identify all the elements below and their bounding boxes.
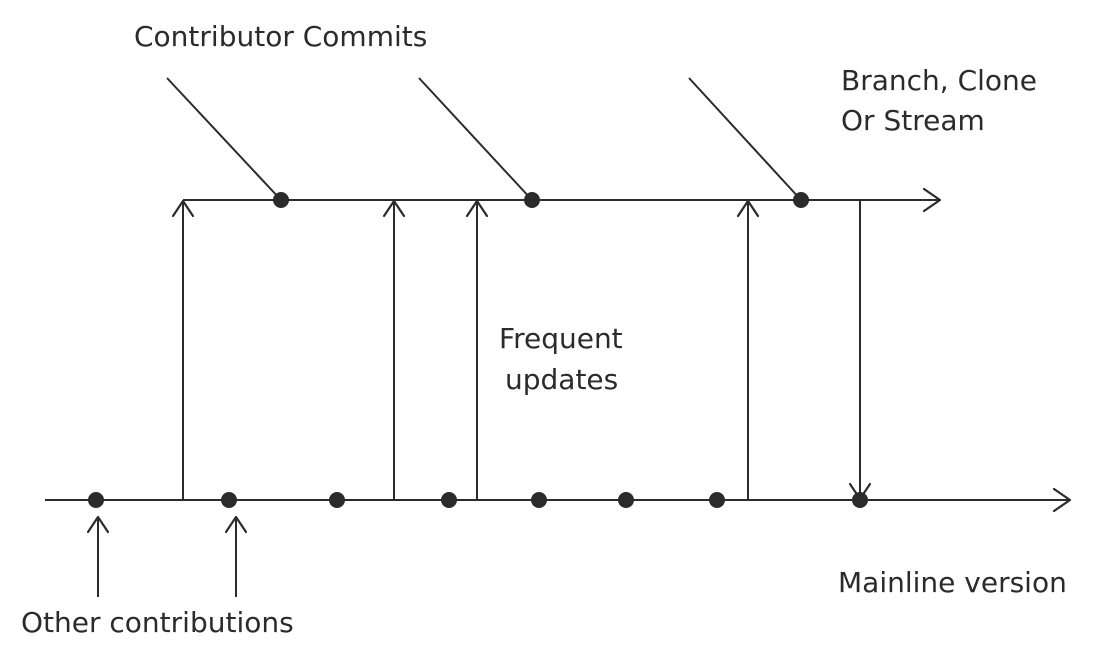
mainline-arrowhead <box>1052 487 1072 513</box>
update-arrow-2 <box>382 199 406 500</box>
contributor-commits-label: Contributor Commits <box>134 20 427 53</box>
commit-pointer-2 <box>418 77 533 201</box>
branch-commit-dot <box>793 192 809 208</box>
update-arrow-4 <box>736 199 760 500</box>
frequent-updates-label-line2: updates <box>505 363 618 396</box>
other-contributions-label: Other contributions <box>21 606 294 639</box>
mainline-commit-dot <box>221 492 237 508</box>
branch-label-line2: Or Stream <box>841 104 985 137</box>
mainline-commit-dot <box>88 492 104 508</box>
mainline-commit-dot <box>441 492 457 508</box>
update-arrow-1 <box>171 199 195 500</box>
branch-line <box>183 187 942 213</box>
branch-arrowhead <box>922 187 942 213</box>
branch-label-line1: Branch, Clone <box>841 64 1037 97</box>
other-contribution-arrow-1 <box>86 515 110 597</box>
update-arrow-3 <box>465 199 489 500</box>
mainline-commit-dot <box>329 492 345 508</box>
mainline-commit-dot <box>852 492 868 508</box>
merge-arrow <box>848 200 872 501</box>
frequent-updates-label-line1: Frequent <box>499 322 623 355</box>
commit-pointer-1 <box>166 77 282 201</box>
branch-commit-dot <box>524 192 540 208</box>
mainline-commit-dot <box>531 492 547 508</box>
mainline-commit-dot <box>618 492 634 508</box>
commit-pointer-3 <box>688 77 802 201</box>
mainline <box>45 487 1072 513</box>
other-contribution-arrow-2 <box>224 515 248 597</box>
branch-commit-dot <box>273 192 289 208</box>
mainline-version-label: Mainline version <box>838 566 1067 599</box>
mainline-commit-dot <box>709 492 725 508</box>
